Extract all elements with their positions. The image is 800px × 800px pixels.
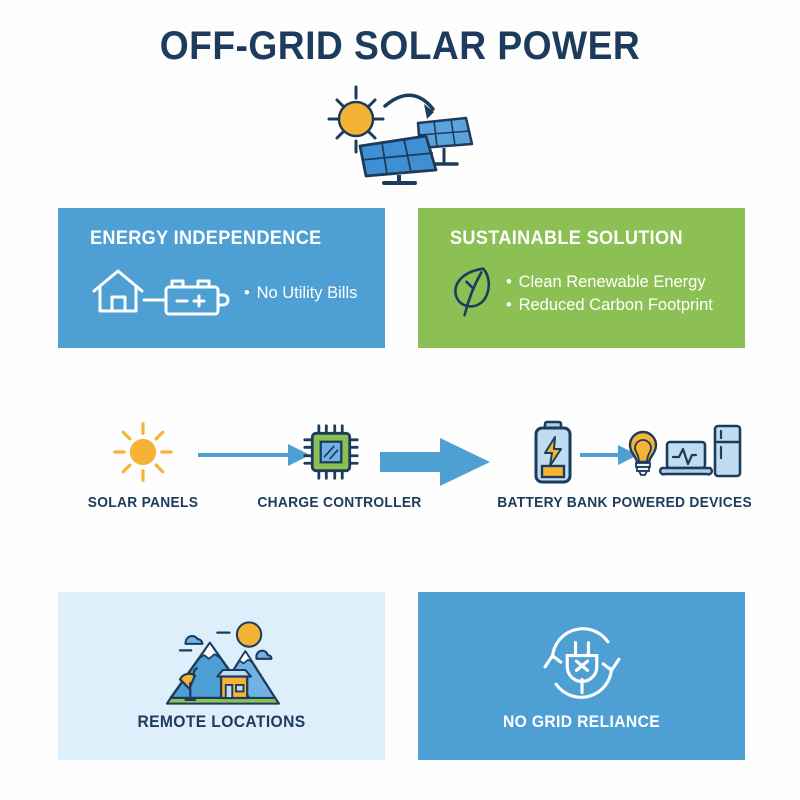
feature-card-no-grid-reliance: NO GRID RELIANCE [418, 592, 745, 760]
solar-panel-back-icon [416, 116, 474, 166]
flow-stage-powered-devices: POWERED DEVICES [602, 418, 762, 511]
feature-card-remote-locations: REMOTE LOCATIONS [58, 592, 385, 760]
microchip-icon [251, 418, 411, 486]
arrow-thick-icon [380, 436, 492, 493]
cloud-icon [183, 634, 203, 645]
leaf-icon [446, 263, 498, 324]
card-body: Clean Renewable Energy Reduced Carbon Fo… [446, 263, 735, 324]
list-item: No Utility Bills [244, 282, 358, 305]
refrigerator-icon [713, 424, 742, 478]
lightbulb-icon [628, 430, 658, 476]
bulb-laptop-fridge-icon [602, 418, 762, 486]
flow-stage-charge-controller: CHARGE CONTROLLER [251, 418, 422, 511]
laptop-icon [659, 440, 713, 476]
cabin-icon [215, 668, 252, 699]
sun-disc-icon [337, 100, 375, 138]
sun-icon [78, 418, 208, 486]
mountain-cabin-satellite-icon [58, 610, 385, 715]
battery-charging-icon [490, 418, 615, 486]
energy-flow-diagram: SOLAR PANELS [40, 418, 760, 533]
cloud-icon [254, 649, 272, 660]
solar-panel-front-icon [358, 134, 438, 185]
curved-arrow-icon [383, 93, 435, 111]
feature-card-label: REMOTE LOCATIONS [137, 712, 306, 731]
list-item: Reduced Carbon Footprint [506, 294, 713, 317]
list-item: Clean Renewable Energy [506, 271, 713, 294]
arrow-thin-1-icon [196, 440, 314, 475]
flow-stage-label: BATTERY BANK [497, 494, 608, 511]
satellite-dish-icon [178, 666, 198, 701]
card-heading: SUSTAINABLE SOLUTION [450, 228, 683, 249]
flow-stage-label: CHARGE CONTROLLER [257, 494, 422, 511]
feature-card-label: NO GRID RELIANCE [502, 712, 661, 731]
hero-solar-illustration [300, 78, 500, 188]
card-body: No Utility Bills [86, 263, 375, 324]
flow-stage-solar-panels: SOLAR PANELS [78, 418, 208, 511]
house-battery-icon [86, 263, 236, 324]
flow-stage-battery-bank: BATTERY BANK [490, 418, 615, 511]
page-title: OFF-GRID SOLAR POWER [159, 24, 641, 68]
arrow-thin-2-icon [578, 440, 640, 475]
benefit-bullets: No Utility Bills [244, 282, 361, 305]
flow-stage-label: POWERED DEVICES [612, 494, 752, 511]
plug-disconnected-cycle-icon [418, 610, 745, 715]
benefit-bullets: Clean Renewable Energy Reduced Carbon Fo… [506, 271, 719, 317]
benefit-card-sustainable-solution: SUSTAINABLE SOLUTION Clean Renewable Ene… [418, 208, 745, 348]
sun-disc-icon [235, 620, 262, 648]
card-heading: ENERGY INDEPENDENCE [90, 228, 322, 249]
benefit-card-energy-independence: ENERGY INDEPENDENCE [58, 208, 385, 348]
flow-stage-label: SOLAR PANELS [87, 494, 199, 511]
